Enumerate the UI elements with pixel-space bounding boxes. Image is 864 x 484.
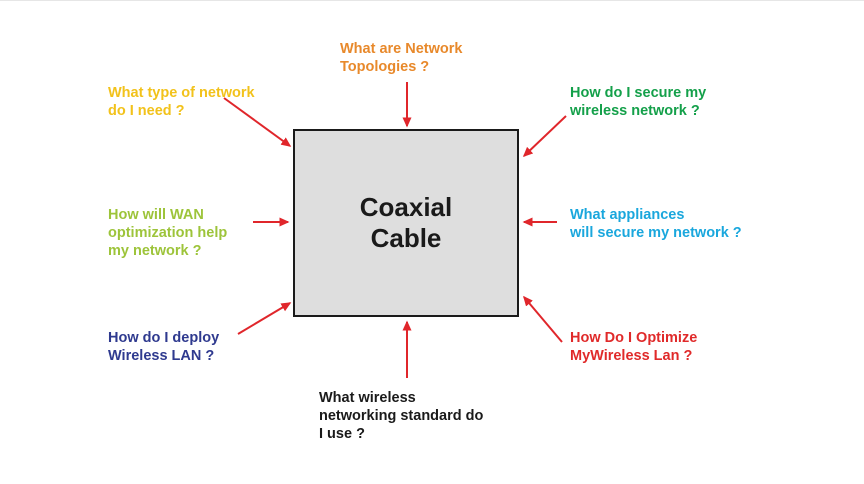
question-secure-wireless: How do I secure my wireless network ? <box>570 85 707 119</box>
question-wireless-standard: What wireless networking standard do I u… <box>319 390 484 442</box>
arrow-from-deploy-wireless-lan <box>237 302 292 335</box>
question-network-type: What type of network do I need ? <box>108 85 255 119</box>
question-wan-optimization: How will WAN optimization help my networ… <box>108 207 228 259</box>
arrow-from-optimize-wireless-lan <box>523 295 563 343</box>
question-network-topologies: What are Network Topologies ? <box>340 41 463 75</box>
center-topic-box: Coaxial Cable <box>293 129 519 317</box>
arrow-from-secure-wireless <box>522 115 567 158</box>
question-deploy-wireless-lan: How do I deploy Wireless LAN ? <box>108 330 220 364</box>
question-appliances: What appliances will secure my network ? <box>570 207 742 241</box>
question-optimize-wireless-lan: How Do I Optimize MyWireless Lan ? <box>570 330 698 364</box>
center-topic-label: Coaxial Cable <box>359 192 453 253</box>
arrow-from-network-type <box>223 97 292 147</box>
top-border <box>0 0 864 1</box>
